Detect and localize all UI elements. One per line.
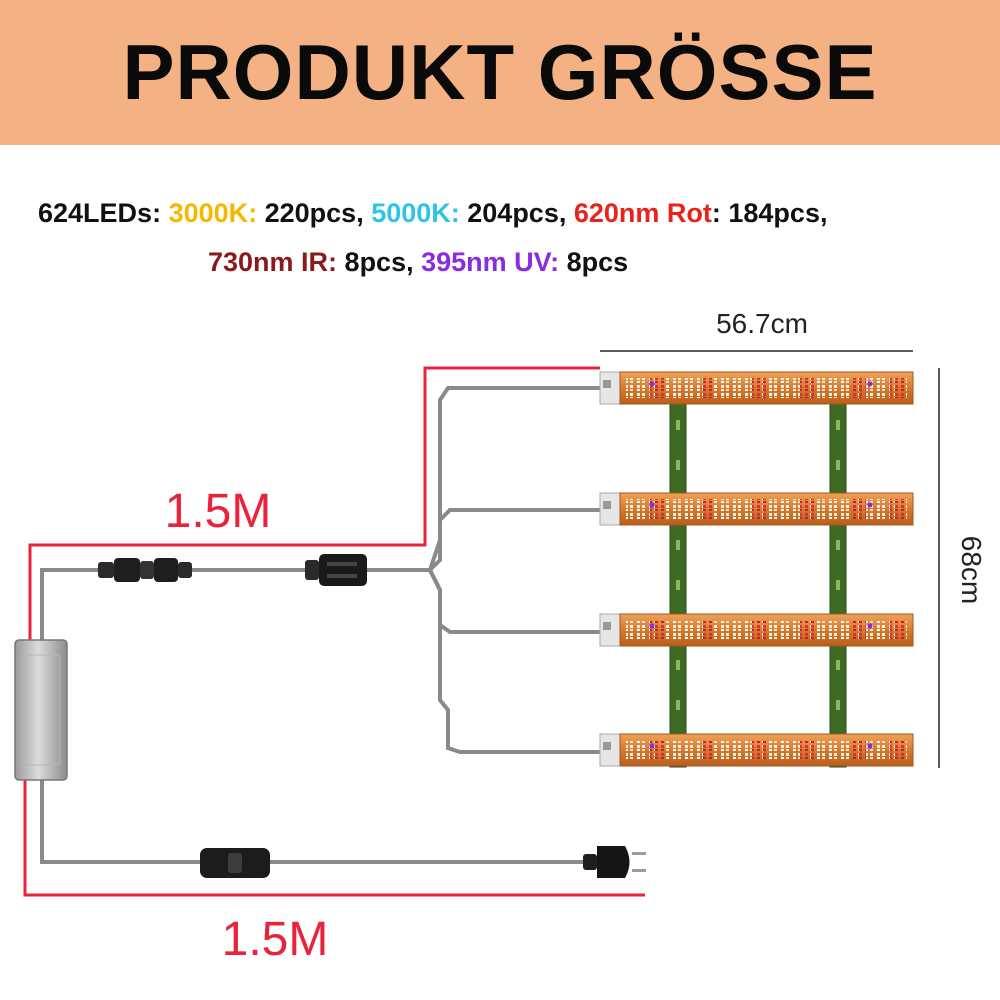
cable-dimension-top [28, 366, 600, 640]
waterproof-connector-icon [98, 558, 192, 582]
led-spec-line-1: 624LEDs: 3000K: 220pcs, 5000K: 204pcs, 6… [38, 198, 827, 229]
cable-length-bottom: 1.5M [222, 913, 329, 966]
cable-length-top: 1.5M [165, 485, 272, 538]
height-label: 68cm [956, 536, 987, 604]
splitter-icon [305, 554, 367, 586]
led-bar [599, 733, 914, 767]
width-label: 56.7cm [716, 308, 808, 339]
spec-segment: 620nm Rot [573, 198, 712, 228]
spec-segment: 730nm IR: [208, 247, 338, 277]
led-bar [599, 492, 914, 526]
page-title: PRODUKT GRÖSSE [122, 28, 878, 116]
spec-segment: 8pcs [559, 247, 629, 277]
width-dimension: 56.7cm [600, 308, 913, 352]
led-bar [599, 613, 914, 647]
rocker-switch-icon [200, 848, 270, 878]
led-spec-line-2: 730nm IR: 8pcs, 395nm UV: 8pcs [208, 247, 628, 278]
eu-plug-icon [583, 846, 646, 878]
power-driver-icon [14, 639, 68, 781]
spec-segment: 8pcs, [337, 247, 422, 277]
spec-segment: 5000K: [371, 198, 460, 228]
cable-dimension-bottom [23, 780, 645, 897]
mounting-brackets [669, 394, 847, 768]
led-bar [599, 371, 914, 405]
spec-segment: 395nm UV: [421, 247, 560, 277]
wires [40, 386, 600, 864]
title-banner: PRODUKT GRÖSSE [0, 0, 1000, 145]
spec-segment: 624LEDs: [38, 198, 169, 228]
spec-segment: 220pcs, [257, 198, 372, 228]
spec-segment: 3000K: [168, 198, 258, 228]
led-bars [599, 371, 914, 767]
height-dimension: 68cm [938, 368, 987, 768]
spec-segment: : 184pcs, [711, 198, 828, 228]
spec-segment: 204pcs, [459, 198, 574, 228]
